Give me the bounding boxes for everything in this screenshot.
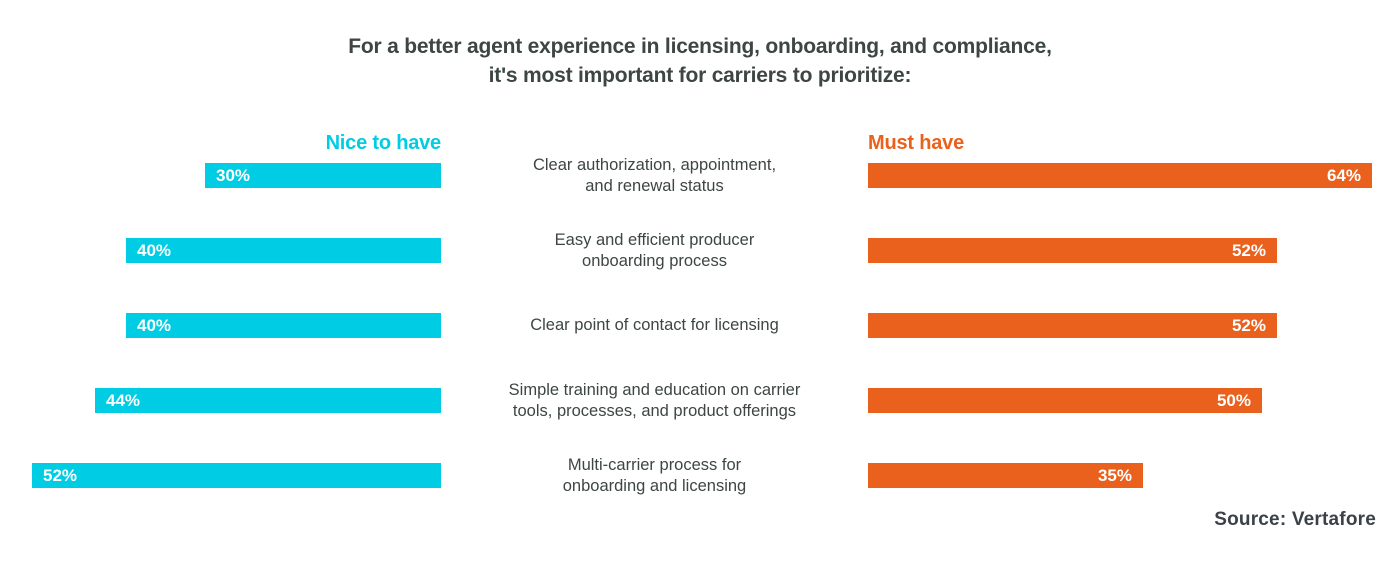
nice-to-have-bar: 44% — [95, 388, 441, 413]
bar-value-label: 52% — [43, 466, 78, 485]
chart-title: For a better agent experience in licensi… — [348, 35, 1052, 87]
nice-to-have-header: Nice to have — [325, 132, 442, 154]
bar-value-label: 52% — [1231, 241, 1266, 260]
nice-to-have-bar: 30% — [205, 163, 441, 188]
bar-value-label: 40% — [137, 241, 172, 260]
bar-value-label: 40% — [137, 316, 172, 335]
must-have-bar: 35% — [868, 463, 1143, 488]
chart-row: 40% Easy and efficient producer onboardi… — [0, 231, 1400, 270]
nice-to-have-bar: 52% — [32, 463, 441, 488]
must-have-bar: 64% — [868, 163, 1372, 188]
category-label: Simple training and education on carrier… — [508, 380, 801, 420]
must-have-header: Must have — [868, 132, 965, 154]
source-attribution: Source: Vertafore — [1214, 509, 1376, 530]
chart-row: 52% Multi-carrier process for onboarding… — [0, 456, 1400, 495]
bar-value-label: 64% — [1326, 166, 1361, 185]
must-have-bar: 52% — [868, 313, 1277, 338]
bar-value-label: 52% — [1231, 316, 1266, 335]
nice-to-have-bar: 40% — [126, 238, 441, 263]
bar-value-label: 30% — [216, 166, 251, 185]
bar-value-label: 50% — [1216, 391, 1251, 410]
bar-value-label: 44% — [106, 391, 141, 410]
category-label: Multi-carrier process for onboarding and… — [562, 455, 747, 495]
category-label: Easy and efficient producer onboarding p… — [554, 230, 755, 270]
bar-value-label: 35% — [1097, 466, 1132, 485]
chart-row: 40% Clear point of contact for licensing… — [0, 313, 1400, 338]
must-have-bar: 50% — [868, 388, 1262, 413]
nice-to-have-bar: 40% — [126, 313, 441, 338]
chart-row: 44% Simple training and education on car… — [0, 381, 1400, 420]
category-label: Clear point of contact for licensing — [530, 316, 779, 334]
chart-row: 30% Clear authorization, appointment, an… — [0, 156, 1400, 195]
must-have-bar: 52% — [868, 238, 1277, 263]
category-label: Clear authorization, appointment, and re… — [532, 155, 777, 195]
